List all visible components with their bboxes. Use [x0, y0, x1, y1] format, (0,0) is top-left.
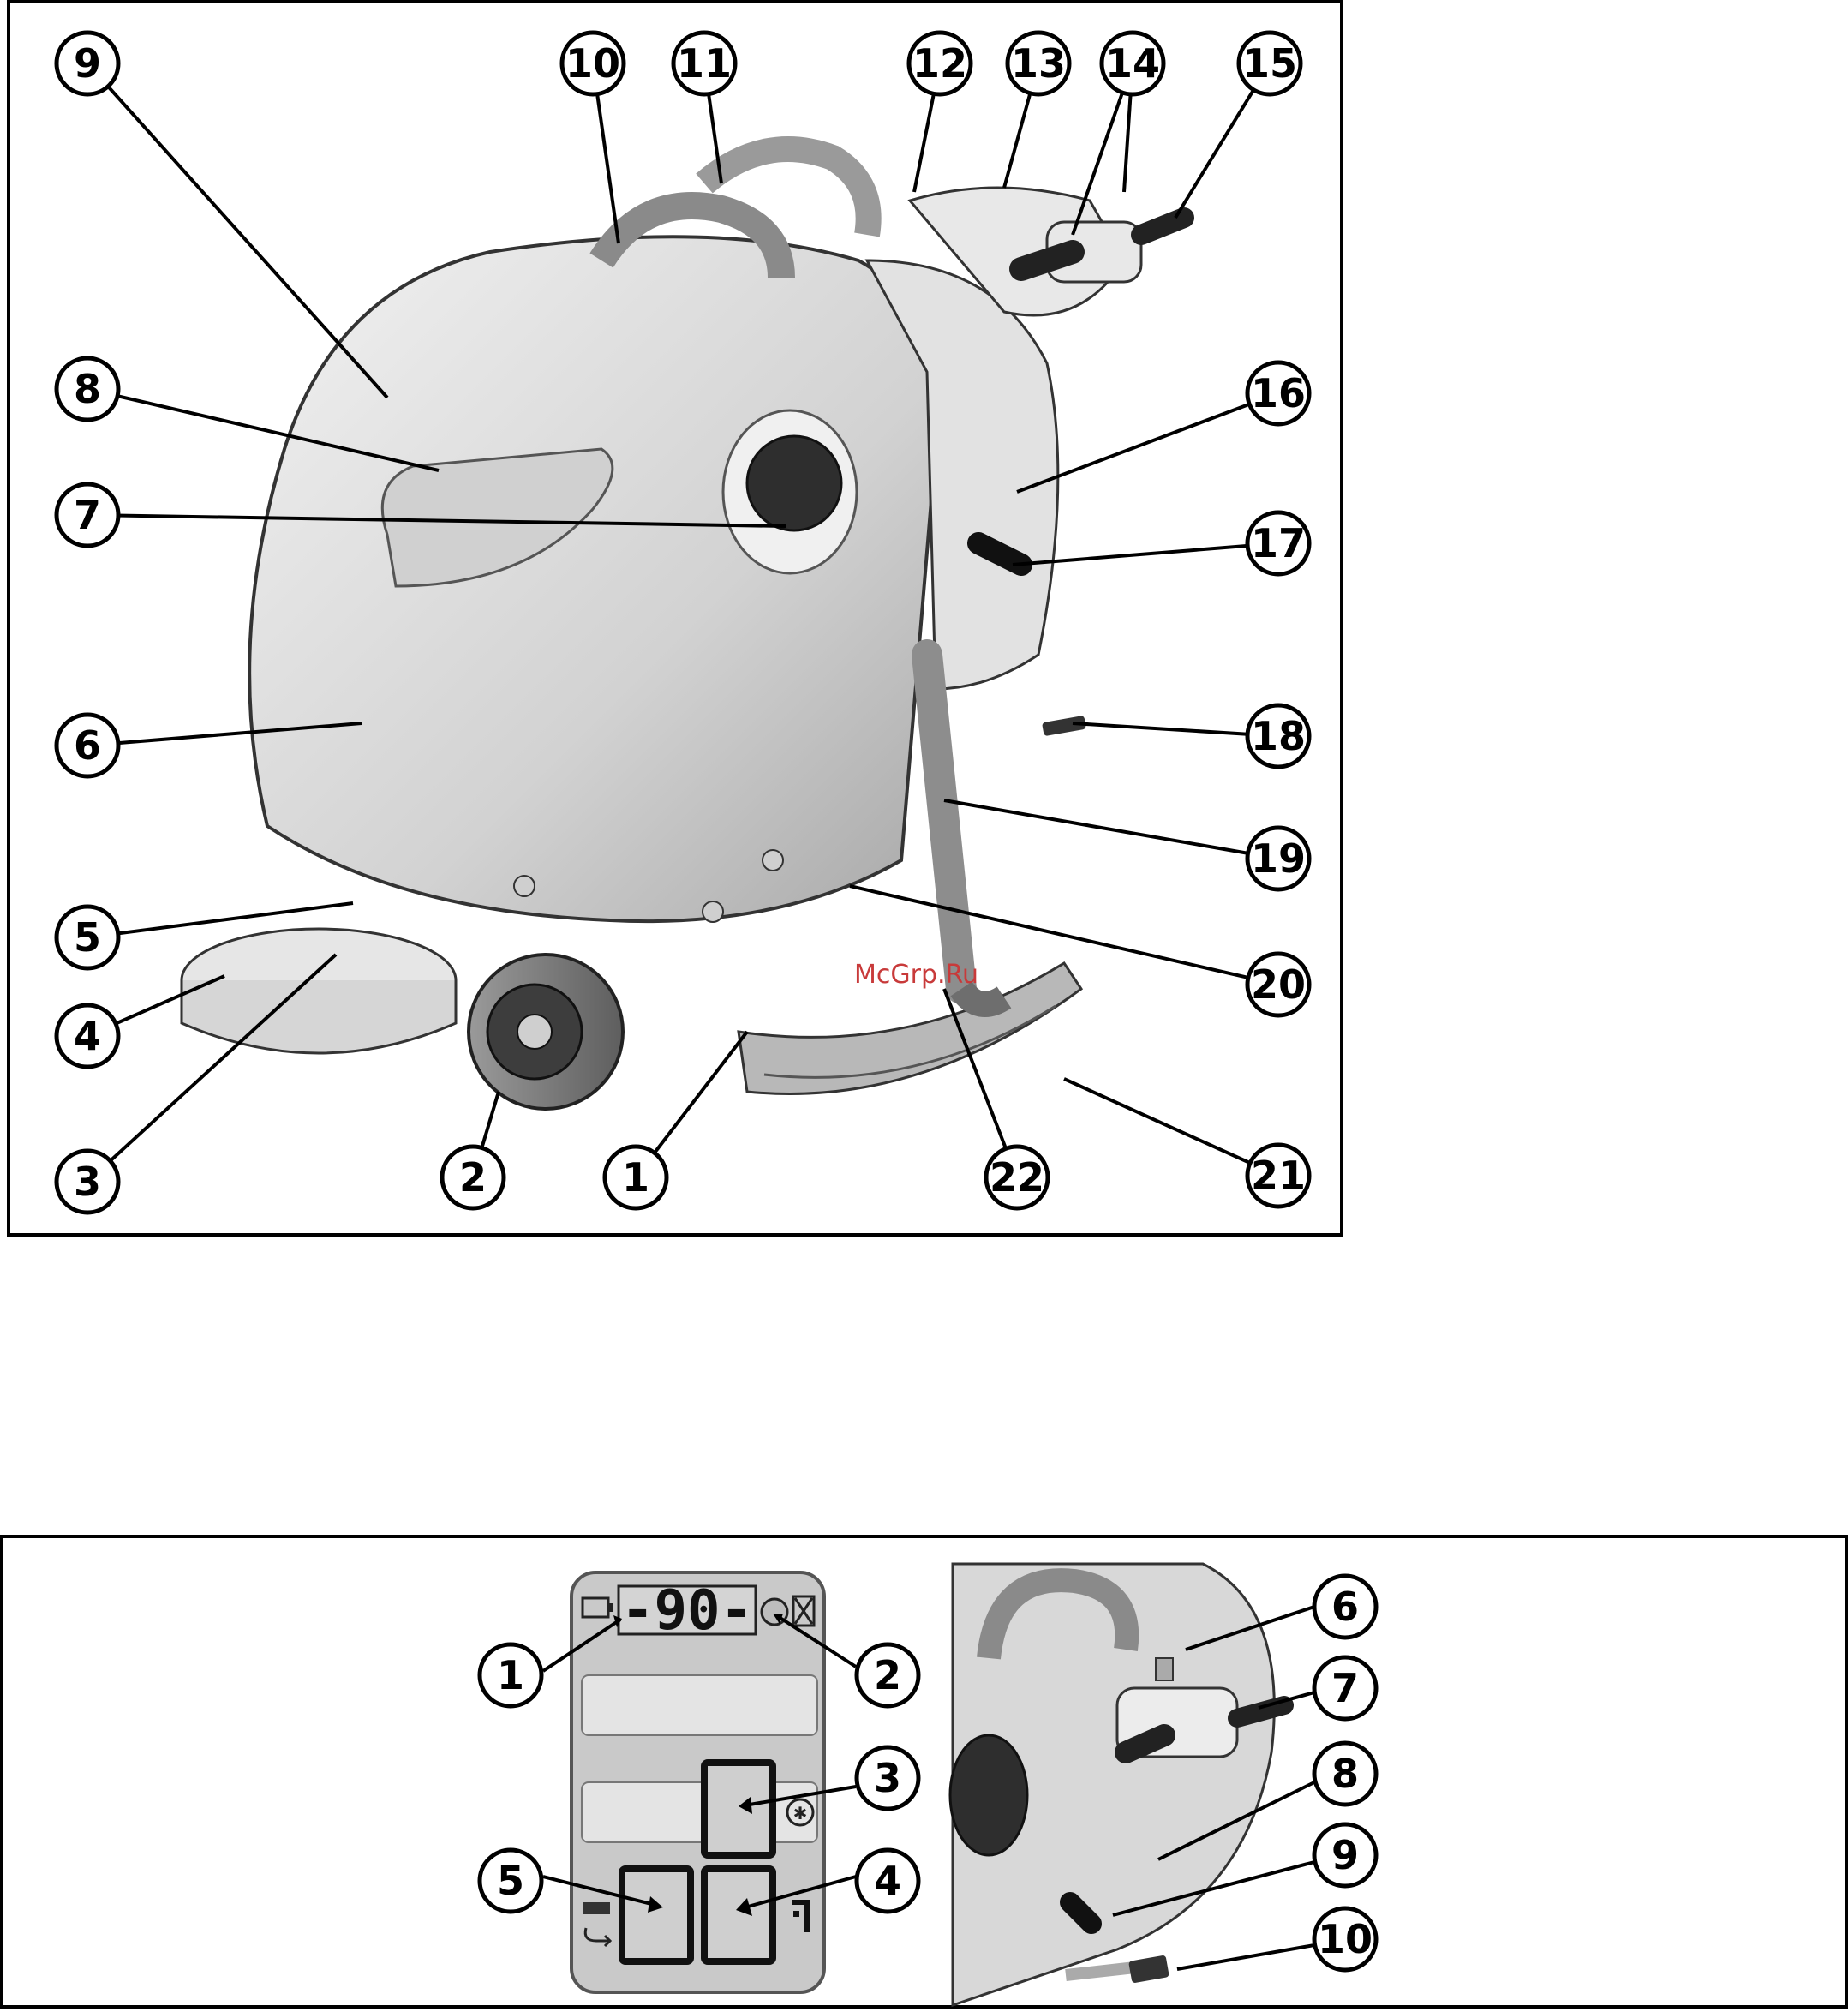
- callout-label: 6: [74, 722, 101, 769]
- callout-label: 15: [1242, 40, 1297, 87]
- callout-detail-8: 8: [1314, 1743, 1376, 1805]
- callout-16: 16: [1247, 362, 1309, 424]
- callout-label: 6: [1331, 1584, 1359, 1630]
- watermark-text: McGrp.Ru: [854, 960, 978, 990]
- callout-label: 22: [990, 1154, 1044, 1201]
- callout-2: 2: [442, 1147, 504, 1208]
- figure-machine-overview: McGrp.Ru 9 8 7 6 5 4 3 2 1 10 11 12 13 1…: [7, 0, 1343, 1237]
- callout-label: 4: [74, 1013, 101, 1059]
- callout-12: 12: [909, 33, 971, 94]
- callout-label: 9: [74, 40, 101, 87]
- callout-15: 15: [1239, 33, 1301, 94]
- figure-control-panel: -90- ✱: [0, 1535, 1848, 2009]
- callout-label: 1: [497, 1652, 524, 1698]
- callout-panel-1: 1: [480, 1644, 541, 1706]
- callout-label: 14: [1105, 40, 1160, 87]
- callout-label: 20: [1251, 961, 1306, 1008]
- callout-detail-6: 6: [1314, 1576, 1376, 1638]
- callout-detail-10: 10: [1314, 1908, 1376, 1970]
- callout-10: 10: [562, 33, 624, 94]
- lcd-readout: -90-: [621, 1579, 753, 1643]
- callout-5: 5: [57, 907, 118, 968]
- callout-19: 19: [1247, 828, 1309, 889]
- callout-label: 7: [1331, 1665, 1359, 1711]
- callout-label: 16: [1251, 370, 1306, 416]
- callout-label: 8: [1331, 1751, 1359, 1797]
- callout-14: 14: [1102, 33, 1163, 94]
- callout-7: 7: [57, 484, 118, 546]
- callout-label: 2: [459, 1154, 487, 1201]
- callout-8: 8: [57, 358, 118, 420]
- callout-20: 20: [1247, 954, 1309, 1015]
- callout-label: 4: [874, 1858, 901, 1904]
- callout-6: 6: [57, 715, 118, 776]
- callout-1: 1: [605, 1147, 667, 1208]
- callout-3: 3: [57, 1151, 118, 1213]
- callout-label: 17: [1251, 520, 1306, 566]
- callout-label: 7: [74, 492, 101, 538]
- callout-label: 12: [912, 40, 967, 87]
- callout-18: 18: [1247, 705, 1309, 767]
- callout-detail-7: 7: [1314, 1657, 1376, 1719]
- callout-label: 10: [565, 40, 620, 87]
- callout-label: 13: [1011, 40, 1066, 87]
- callout-label: 5: [74, 914, 101, 961]
- callout-label: 10: [1318, 1916, 1373, 1962]
- callout-panel-5: 5: [480, 1850, 541, 1912]
- callout-9: 9: [57, 33, 118, 94]
- callout-label: 21: [1251, 1153, 1306, 1199]
- callout-17: 17: [1247, 512, 1309, 574]
- callout-label: 8: [74, 366, 101, 412]
- callout-22: 22: [986, 1147, 1048, 1208]
- callout-label: 3: [74, 1159, 101, 1205]
- solution-button: [622, 1869, 691, 1961]
- callout-panel-4: 4: [857, 1850, 918, 1912]
- callout-label: 11: [677, 40, 732, 87]
- callout-4: 4: [57, 1005, 118, 1067]
- callout-label: 9: [1331, 1832, 1359, 1878]
- callout-label: 19: [1251, 835, 1306, 882]
- callout-label: 3: [874, 1755, 901, 1801]
- callout-detail-9: 9: [1314, 1824, 1376, 1886]
- callout-label: 5: [497, 1858, 524, 1904]
- machine-illustration: McGrp.Ru 9 8 7 6 5 4 3 2 1 10 11 12 13 1…: [10, 3, 1347, 1240]
- control-panel-illustration: -90- ✱: [3, 1538, 1848, 2012]
- callout-label: 18: [1251, 713, 1306, 759]
- callout-label: 1: [622, 1154, 649, 1201]
- handle-detail: [950, 1564, 1314, 2005]
- callout-13: 13: [1008, 33, 1069, 94]
- callout-panel-3: 3: [857, 1747, 918, 1809]
- brush-button: [704, 1763, 773, 1855]
- vacuum-button: [704, 1869, 773, 1961]
- callout-11: 11: [673, 33, 735, 94]
- svg-text:✱: ✱: [793, 1803, 808, 1823]
- control-panel: -90- ✱: [543, 1572, 856, 1992]
- callout-panel-2: 2: [857, 1644, 918, 1706]
- callout-21: 21: [1247, 1145, 1309, 1207]
- machine-drawing: [182, 149, 1184, 1109]
- callout-label: 2: [874, 1652, 901, 1698]
